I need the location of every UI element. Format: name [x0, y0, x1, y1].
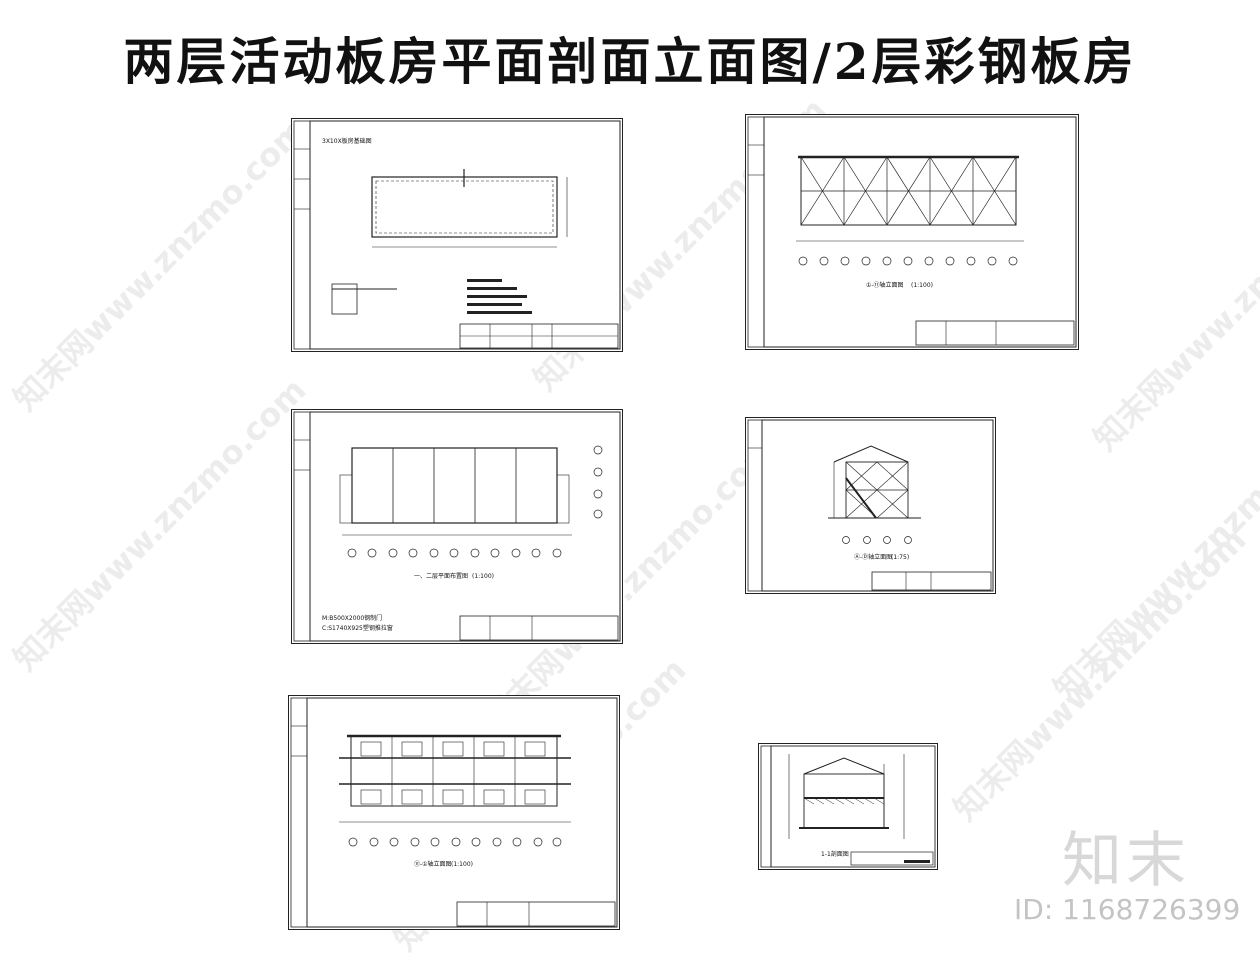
watermark: 知末网www.znzmo.com [1086, 150, 1260, 459]
watermark: 知末网www.znzmo.com [6, 370, 314, 679]
floor-plan-drawing: 一、二层平面布置图 (1:100) M:B500X2000钢制门 C:S1740… [293, 411, 621, 642]
section-drawing: 1-1剖面图 [760, 745, 936, 868]
front-elevation-drawing: ①-⑪轴立面图 (1:100) [747, 116, 1077, 348]
sheet-foundation-plan: 3X10X板房基础图 [291, 118, 623, 352]
sheet-scale: (1:75) [891, 554, 909, 561]
door-note: M:B500X2000钢制门 [322, 614, 382, 622]
sheet-side-elevation: Ⓐ-Ⓓ轴立面图 (1:75) [745, 417, 996, 594]
image-id: ID: 1168726399 [1014, 893, 1241, 926]
sheet-section: 1-1剖面图 [758, 743, 938, 870]
page-title: 两层活动板房平面剖面立面图/2层彩钢板房 [123, 32, 1137, 91]
sheet-label: Ⓐ-Ⓓ轴立面图 [854, 553, 892, 561]
sheet-floor-plan: 一、二层平面布置图 (1:100) M:B500X2000钢制门 C:S1740… [291, 409, 623, 644]
sheet-scale: (1:100) [911, 282, 933, 289]
window-note: C:S1740X925塑钢推拉窗 [322, 624, 393, 632]
sheet-scale: (1:100) [472, 573, 494, 580]
sheet-label: 一、二层平面布置图 [414, 572, 468, 580]
sheet-label: 3X10X板房基础图 [322, 137, 372, 145]
sheet-label: ⑪-①轴立面图 [414, 860, 452, 868]
rear-elevation-drawing: ⑪-①轴立面图 (1:100) [290, 697, 618, 928]
sheet-scale: (1:100) [451, 861, 473, 868]
foundation-drawing: 3X10X板房基础图 [293, 120, 621, 350]
sheet-rear-elevation: ⑪-①轴立面图 (1:100) [288, 695, 620, 930]
brand-logo: 知末 [1062, 826, 1190, 896]
sheet-label: ①-⑪轴立面图 [866, 281, 904, 289]
sheet-label: 1-1剖面图 [821, 850, 849, 858]
side-elevation-drawing: Ⓐ-Ⓓ轴立面图 (1:75) [747, 419, 994, 592]
watermark: 知末网www.znzmo.com [6, 110, 314, 419]
sheet-front-elevation: ①-⑪轴立面图 (1:100) [745, 114, 1079, 350]
